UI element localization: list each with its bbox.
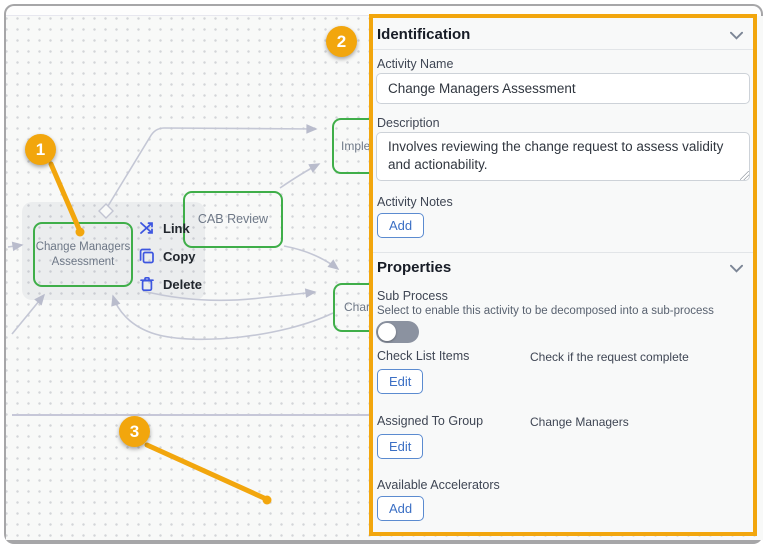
node-label: CAB Review: [197, 211, 269, 226]
callout-badge-1: 1: [25, 134, 56, 165]
menu-item-link[interactable]: Link: [139, 214, 202, 242]
check-list-edit-button[interactable]: Edit: [377, 369, 424, 394]
menu-item-label: Copy: [163, 248, 196, 264]
assigned-to-group-label: Assigned To Group: [377, 414, 484, 428]
accelerators-add-button[interactable]: Add: [377, 496, 425, 521]
available-accelerators-label: Available Accelerators: [377, 478, 500, 492]
assigned-to-group-value: Change Managers: [530, 415, 629, 429]
activity-properties-panel: Identification Activity Name Description…: [369, 14, 757, 536]
sub-process-label: Sub Process: [377, 289, 448, 303]
node-context-menu: Link Copy Delete: [139, 214, 202, 298]
callout-badge-2: 2: [326, 26, 357, 57]
identification-section-title: Identification: [377, 26, 471, 43]
callout-badge-3: 3: [119, 416, 150, 447]
link-icon: [139, 220, 155, 236]
node-change-partial[interactable]: Char: [333, 283, 391, 332]
node-implement-partial[interactable]: Imple: [332, 118, 392, 174]
check-list-items-label: Check List Items: [377, 349, 470, 363]
section-divider: [373, 252, 753, 253]
toggle-knob: [378, 323, 396, 341]
properties-section-title: Properties: [377, 259, 452, 276]
textarea-resize-grip[interactable]: [740, 171, 749, 180]
section-divider: [373, 49, 753, 50]
menu-item-label: Delete: [163, 276, 203, 292]
menu-item-label: Link: [163, 220, 190, 236]
canvas-section-divider: [12, 414, 369, 416]
menu-item-copy[interactable]: Copy: [139, 242, 202, 270]
canvas-top-border: [6, 15, 369, 16]
description-label: Description: [377, 116, 440, 130]
sub-process-toggle[interactable]: [376, 321, 419, 343]
properties-collapse-chevron-icon[interactable]: [730, 262, 743, 275]
sub-process-help-text: Select to enable this activity to be dec…: [377, 305, 714, 317]
activity-name-label: Activity Name: [377, 57, 454, 71]
description-textarea[interactable]: Involves reviewing the change request to…: [376, 132, 750, 181]
menu-item-delete[interactable]: Delete: [139, 270, 202, 298]
trash-icon: [139, 276, 155, 292]
assigned-group-edit-button[interactable]: Edit: [377, 434, 424, 459]
activity-notes-add-button[interactable]: Add: [377, 213, 425, 238]
identification-collapse-chevron-icon[interactable]: [730, 29, 743, 42]
check-list-items-value: Check if the request complete: [530, 350, 689, 364]
node-label: Char: [344, 300, 371, 314]
copy-icon: [139, 248, 155, 264]
node-label: Imple: [341, 138, 371, 153]
activity-notes-label: Activity Notes: [377, 195, 453, 209]
activity-name-input[interactable]: [376, 73, 750, 104]
